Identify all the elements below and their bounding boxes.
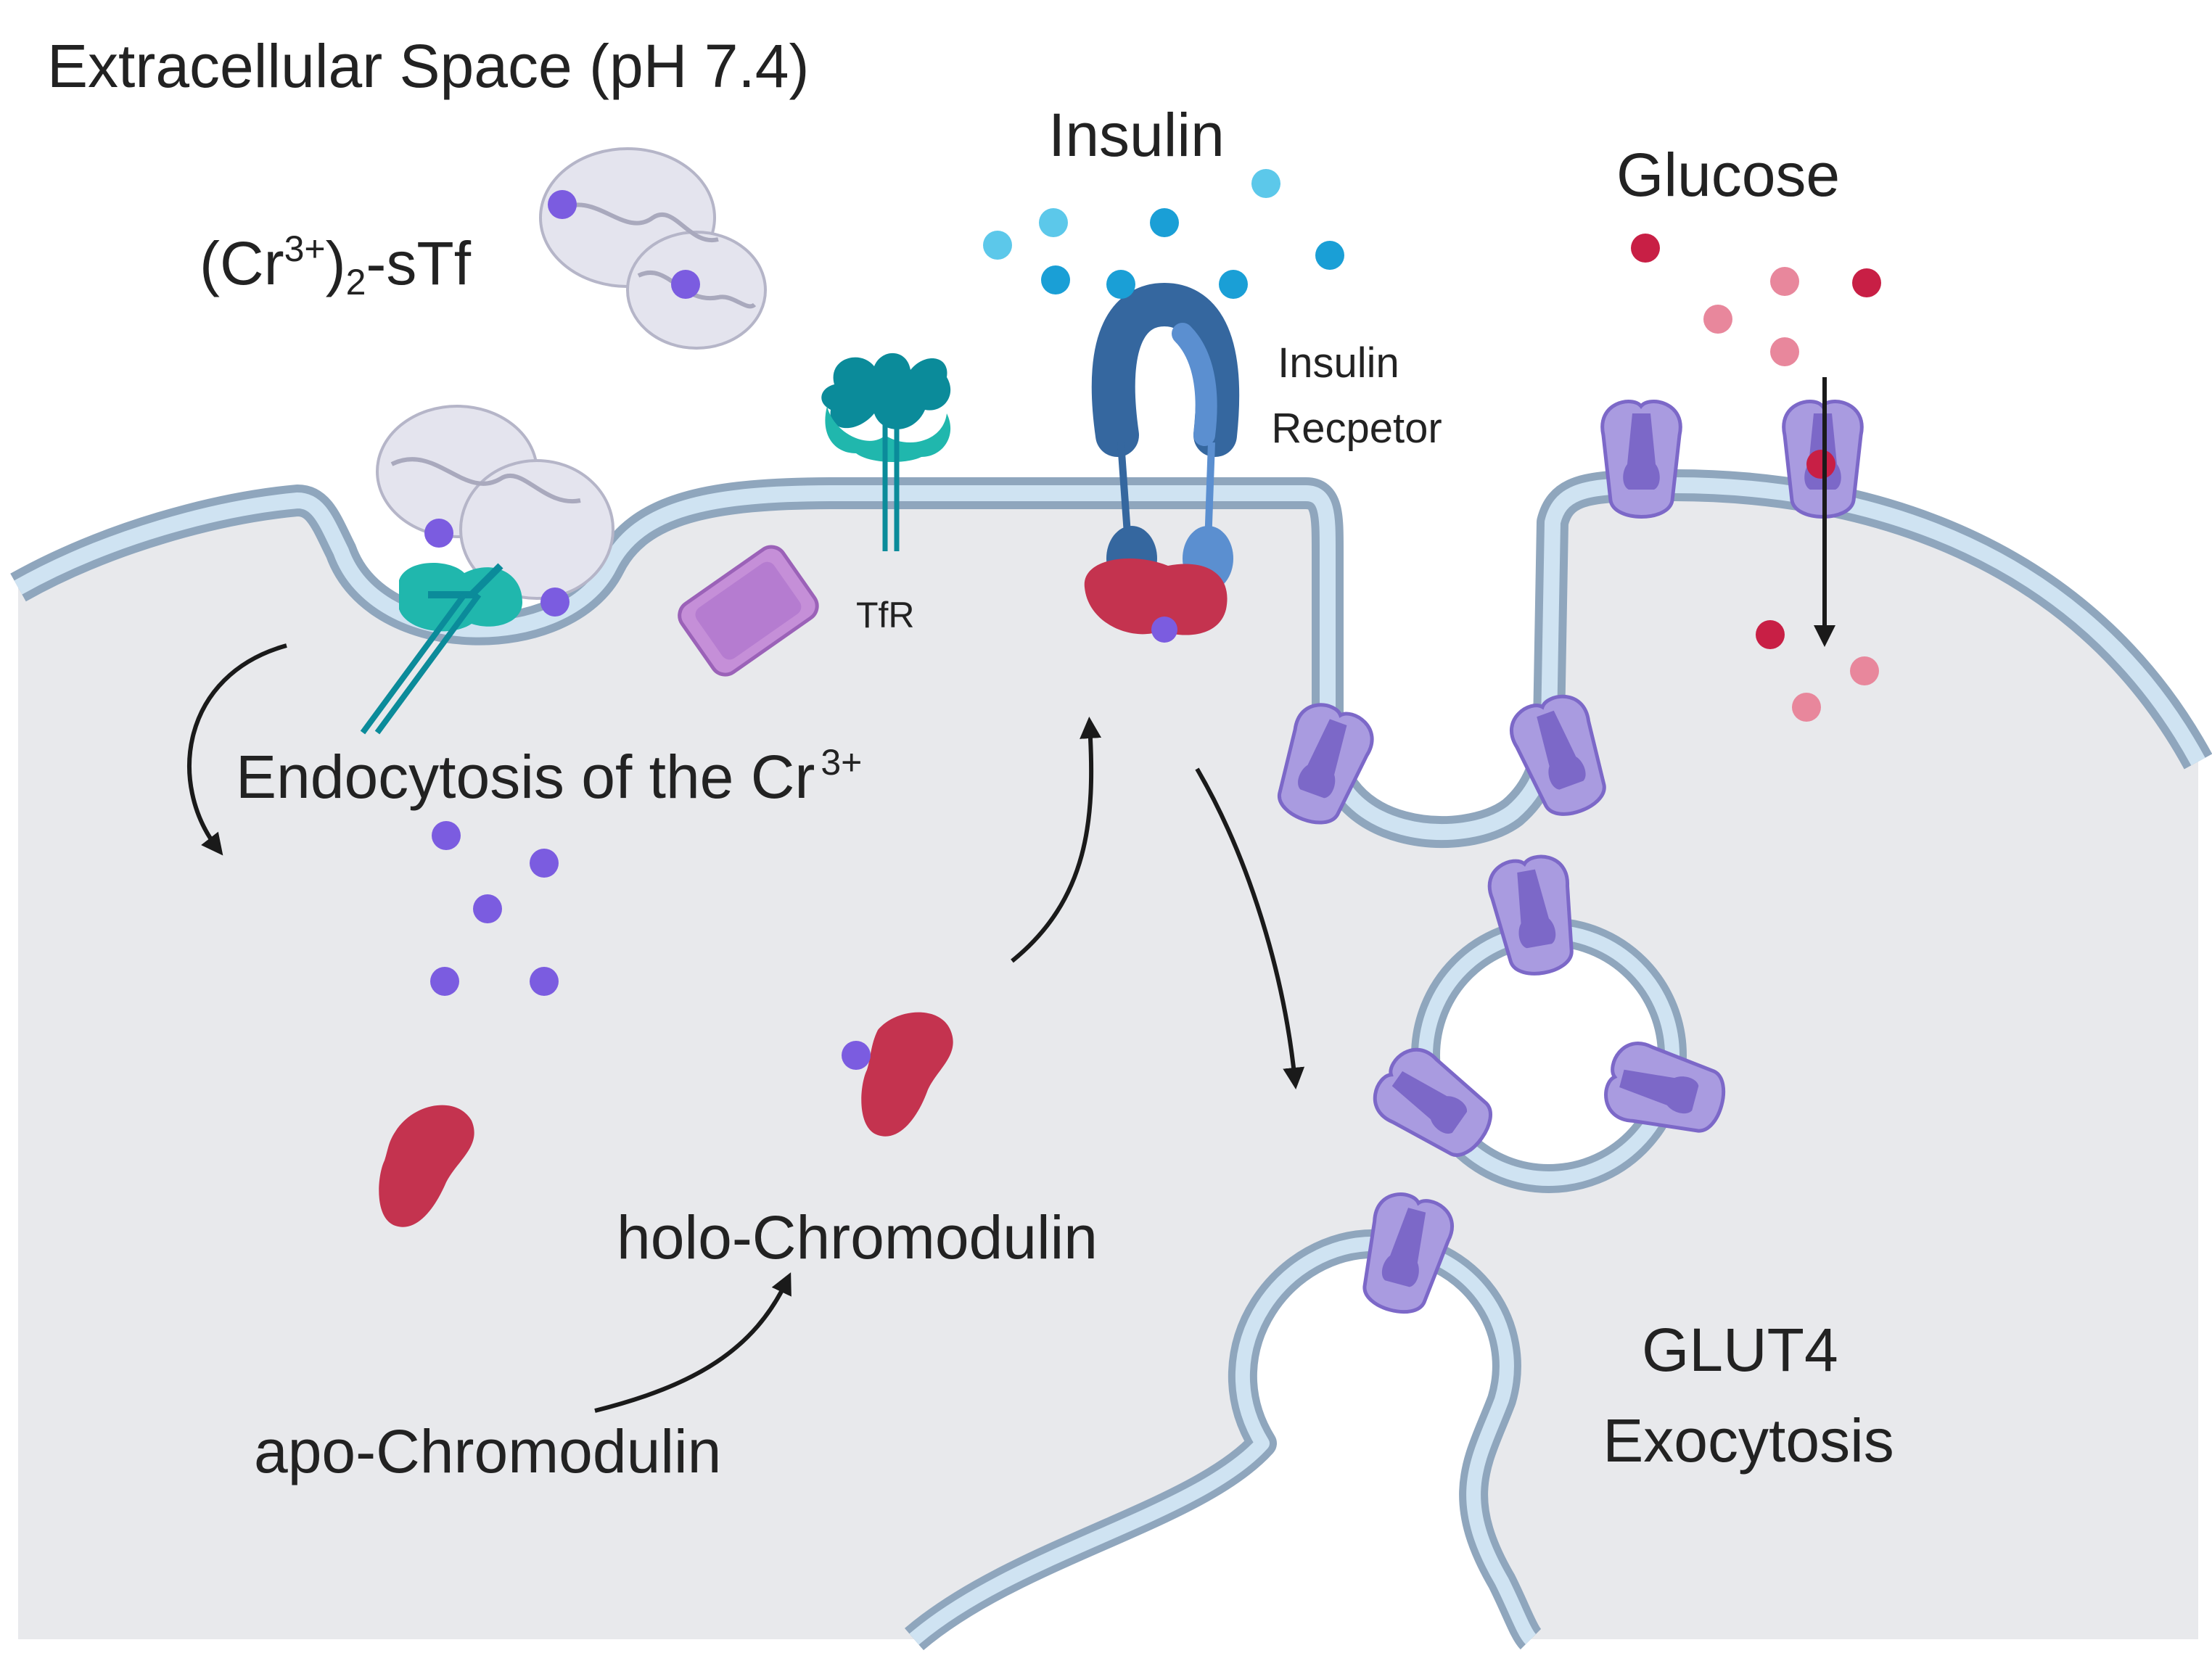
glut4-transporter: [1362, 1192, 1455, 1314]
holo-chromodulin-label: holo-Chromodulin: [617, 1203, 1098, 1271]
glut4-transporter: [1278, 703, 1374, 825]
apo-to-holo-arrow: [594, 1272, 792, 1413]
cytoplasm: [18, 485, 2198, 1639]
transferrin-free: [539, 147, 767, 350]
insulin-receptor-label: Insulin Recpetor: [1271, 339, 1442, 452]
apo-chromodulin-label: apo-Chromodulin: [254, 1417, 721, 1485]
chromium-ion: [842, 1041, 871, 1070]
glucose-label: Glucose: [1616, 141, 1840, 209]
glut4-transporter: [1510, 694, 1606, 816]
chromium-ion: [548, 190, 577, 219]
glut4-transporter: [1604, 1041, 1726, 1133]
holo-to-receptor-arrow: [1011, 717, 1102, 963]
glucose-molecules: [1631, 234, 1881, 722]
insulin-molecules: [983, 169, 1344, 299]
extracellular-space-label: Extracellular Space (pH 7.4): [47, 32, 809, 100]
holo-chromodulin: [861, 1012, 953, 1137]
transferrin-bound: [376, 405, 614, 617]
transferrin-receptor: [821, 353, 951, 551]
chromium-ions-cytoplasm: [430, 821, 559, 996]
chromium-ion: [424, 519, 453, 548]
transferrin-receptor-bound: [360, 563, 522, 735]
glut4-transporter: [1600, 400, 1682, 519]
chromodulin-bound: [1084, 558, 1228, 635]
chromium-ion: [1151, 617, 1177, 643]
chromium-ion: [671, 270, 700, 299]
chromium-ion: [540, 588, 570, 617]
tfr-label: TfR: [856, 595, 915, 635]
endocytosis-arrow: [187, 643, 287, 856]
apo-chromodulin: [379, 1105, 474, 1227]
glut4-exocytosis-label: GLUT4 Exocytosis: [1603, 1316, 1894, 1475]
membrane-channel: [678, 545, 819, 677]
cr-stf-label: (Cr3+)2-sTf: [200, 228, 472, 302]
glut4-transporter: [1373, 1047, 1492, 1157]
receptor-to-glut4-arrow: [1195, 767, 1305, 1089]
glut4-transporter: [1487, 854, 1574, 976]
glucose-in-transport: [1806, 450, 1835, 479]
insulin-label: Insulin: [1048, 101, 1225, 169]
